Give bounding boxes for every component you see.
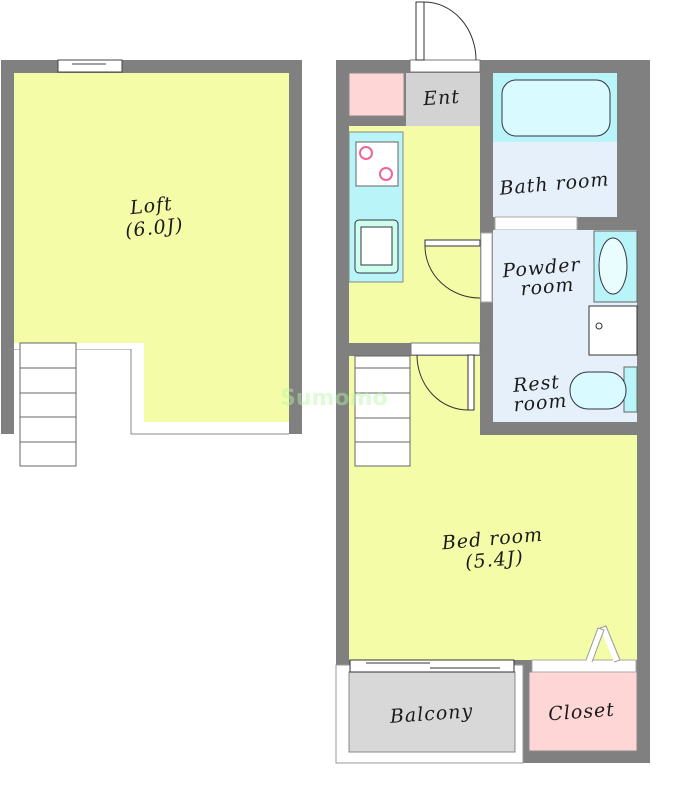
- bath-door[interactable]: [494, 216, 578, 231]
- loft-window: [57, 59, 123, 73]
- toilet-icon: [569, 366, 638, 413]
- entrance-door[interactable]: [409, 1, 481, 73]
- balcony-window[interactable]: [349, 659, 515, 673]
- loft-area: Loft (6.0J): [1, 59, 302, 467]
- bathtub-icon: [501, 79, 611, 137]
- loft-stairs[interactable]: [19, 342, 77, 467]
- closet-door[interactable]: [531, 625, 637, 673]
- closet-label: Closet: [548, 699, 616, 726]
- washing-machine-space: [588, 305, 638, 356]
- entrance-floor: [406, 73, 480, 126]
- powder-room-door[interactable]: [424, 232, 493, 303]
- rest-room-label-2: room: [513, 390, 569, 417]
- entrance-label: Ent: [421, 86, 460, 111]
- bedroom-size: (5.4J): [464, 547, 524, 574]
- closet-floor: [528, 671, 638, 752]
- loft-label: Loft: [128, 193, 174, 219]
- watermark: Sumomo: [280, 386, 388, 411]
- rest-room-label: Rest: [511, 371, 561, 397]
- bedroom-door[interactable]: [410, 342, 481, 411]
- shoe-cabinet: [348, 72, 405, 117]
- powder-room-label-2: room: [520, 274, 576, 301]
- bedroom-floor: [349, 435, 637, 660]
- kitchen-counter: [348, 131, 404, 283]
- bedroom-stairs[interactable]: [354, 355, 411, 467]
